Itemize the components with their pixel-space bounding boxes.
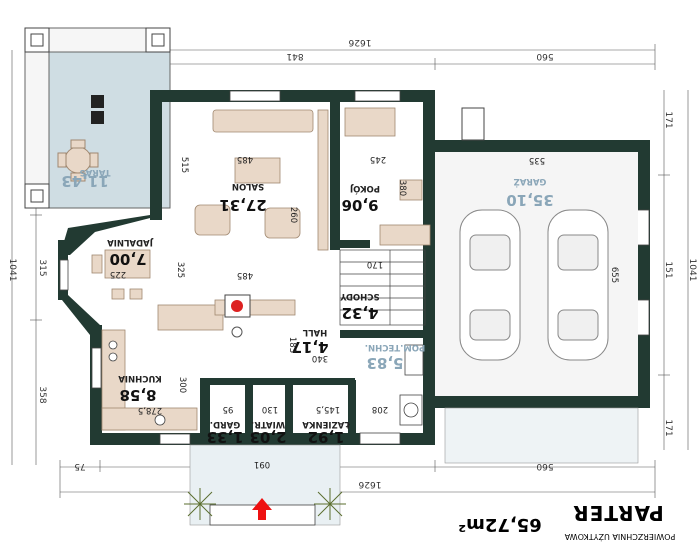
- taras-area: 11,43: [61, 172, 108, 190]
- dim-left-1041: 1041: [7, 259, 17, 282]
- salon-260: 260: [288, 207, 298, 223]
- kuchnia-300: 300: [177, 377, 187, 393]
- dim-top-total: 1626: [348, 37, 371, 47]
- entrance-arrow-icon: [252, 498, 272, 520]
- pokoj-name: POKÓJ: [350, 183, 380, 195]
- wiatr-area: 2,03: [249, 428, 286, 446]
- pomtech-name: POM.TECHN.: [365, 342, 425, 352]
- pomtech-equipment: [399, 344, 424, 426]
- dim-right-1041: 1041: [687, 259, 697, 282]
- dimension-lines-bottom: [59, 460, 656, 498]
- dimension-lines-right: [658, 90, 689, 450]
- lazienka-name: ŁAZIENKA: [302, 419, 351, 429]
- dim-95: 95: [223, 404, 234, 414]
- dim-bottom-560: 560: [536, 461, 553, 471]
- garage-interior: [435, 107, 638, 396]
- dim-right-171b: 171: [663, 419, 673, 436]
- dim-208: 208: [372, 404, 388, 414]
- lazienka-area: 1,92: [307, 428, 344, 446]
- hall-183: 183: [287, 337, 297, 353]
- garaz-name: GARAŻ: [514, 176, 547, 187]
- kuchnia-name: KUCHNIA: [118, 373, 162, 383]
- salon-515: 515: [179, 157, 189, 173]
- dim-bottom-75: 75: [74, 461, 85, 471]
- schody-name: SCHODY: [340, 291, 380, 301]
- dim-145: 145,5: [316, 404, 340, 414]
- hall-340: 340: [312, 353, 328, 363]
- kuchnia-furniture: [101, 329, 198, 431]
- wiatr-name: WIATR.: [251, 419, 285, 429]
- pokoj-area: 9,06: [341, 196, 378, 214]
- plan-total-area: 65,72m²: [458, 514, 542, 535]
- garaz-655: 655: [609, 267, 619, 283]
- salon-485a: 485: [237, 154, 253, 164]
- plan-title: PARTER: [572, 501, 664, 525]
- pokoj-380: 380: [397, 180, 407, 196]
- kuchnia-area: 8,58: [119, 386, 156, 404]
- garaz-535: 535: [529, 155, 545, 165]
- hall-area: 4,17: [291, 338, 328, 356]
- dim-130: 130: [262, 404, 278, 414]
- jadalnia-name: JADALNIA: [107, 237, 154, 247]
- dim-top-560: 560: [536, 51, 553, 61]
- plant-icon-right: [314, 488, 346, 520]
- kuchnia-278: 278,5: [138, 405, 162, 415]
- terrace: [24, 27, 171, 209]
- dim-right-171: 171: [663, 111, 673, 128]
- dim-170: 170: [367, 259, 383, 269]
- stairs: [339, 249, 426, 326]
- dim-left-358: 358: [37, 386, 47, 403]
- salon-485b: 485: [237, 270, 253, 280]
- fireplace: [224, 294, 251, 338]
- pokoj-furniture: [344, 107, 431, 246]
- schody-area: 4,32: [341, 304, 378, 322]
- interior-walls: [200, 90, 425, 440]
- gard-name: GARD.: [210, 419, 240, 429]
- dim-091: 091: [254, 459, 270, 469]
- dim-left-315: 315: [37, 259, 47, 276]
- plant-icon-left: [184, 488, 216, 520]
- dim-right-151: 151: [663, 261, 673, 278]
- salon-furniture: [157, 109, 329, 331]
- salon-name: SALON: [232, 181, 264, 191]
- jadalnia-furniture: [91, 249, 151, 300]
- pomtech-area: 5,83: [366, 354, 403, 372]
- hall-name: HALL: [302, 327, 327, 337]
- dim-bottom-total: 1626: [358, 479, 381, 489]
- salon-325: 325: [175, 262, 185, 278]
- garaz-area: 35,10: [506, 191, 553, 209]
- taras-name: TARAS: [80, 167, 111, 177]
- dim-top-841: 841: [286, 51, 303, 61]
- plan-subtitle: POWIERZCHNIA UŻYTKOWA: [564, 532, 675, 542]
- gard-area: 1,33: [206, 428, 243, 446]
- pokoj-245: 245: [370, 154, 386, 164]
- salon-area: 27,31: [219, 196, 266, 214]
- entrance-path: [189, 407, 639, 526]
- jadalnia-area: 7,00: [109, 250, 146, 268]
- jadalnia-225: 225: [110, 269, 126, 279]
